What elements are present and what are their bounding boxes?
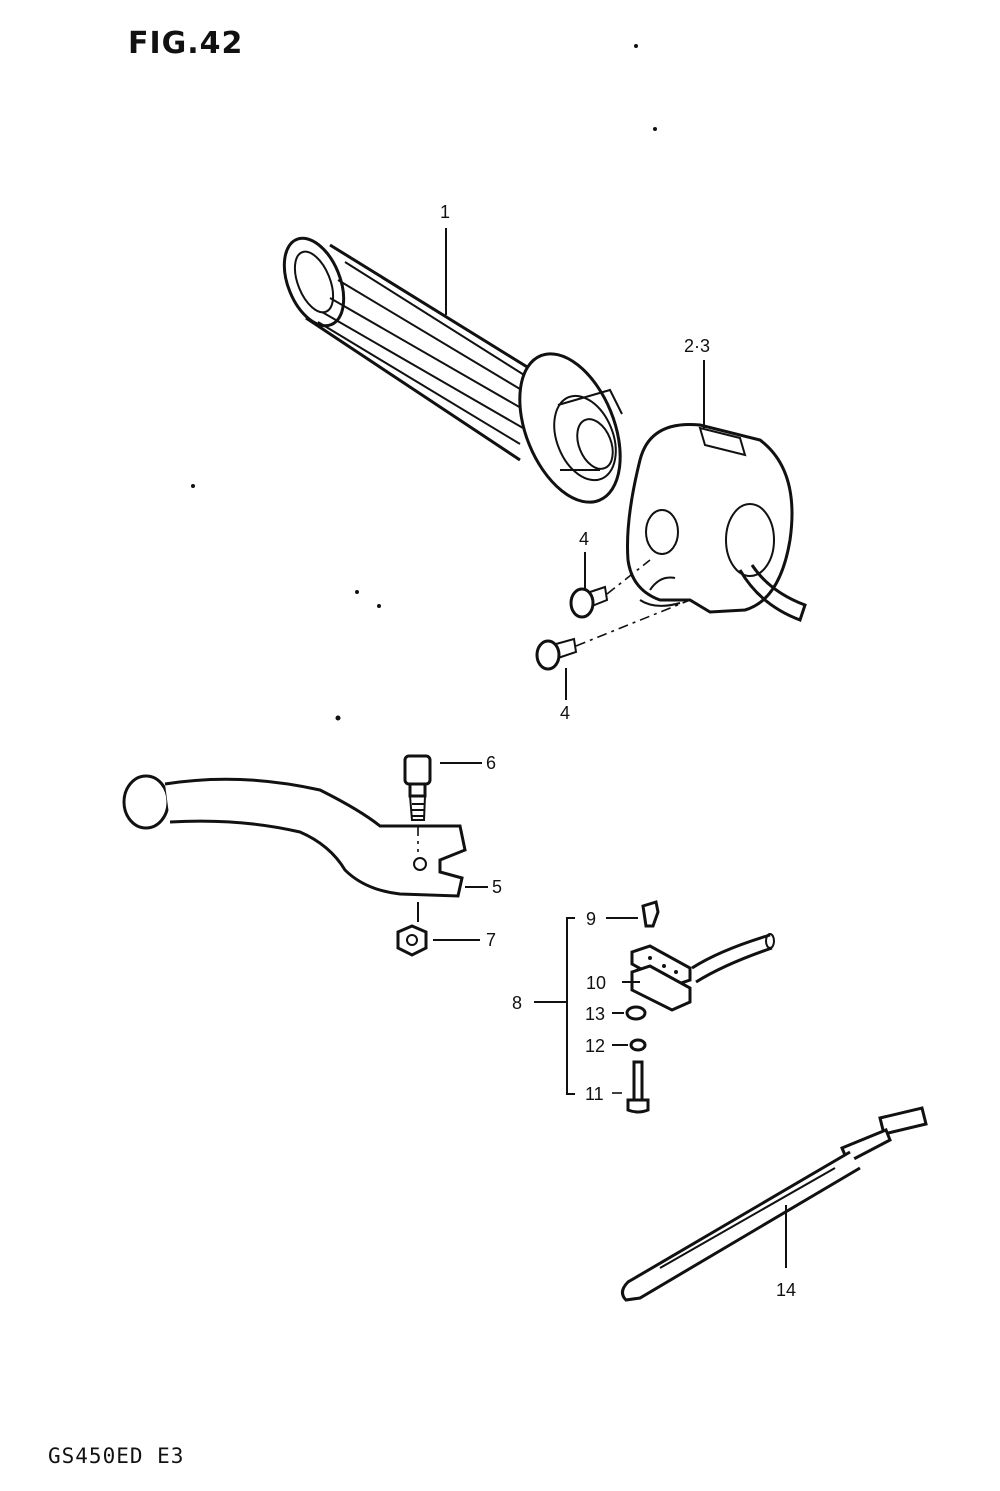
callout-1: 1 <box>440 202 450 222</box>
scan-specks <box>191 44 657 721</box>
part-5-lever <box>122 774 488 898</box>
part-10-switch <box>622 933 775 1012</box>
part-11-screw <box>612 1060 650 1114</box>
part-2-3-switch-housing <box>626 360 807 622</box>
callout-12: 12 <box>585 1036 605 1056</box>
part-9-screw <box>606 900 660 928</box>
part-6-bolt <box>403 754 482 852</box>
callout-10: 10 <box>586 973 606 993</box>
part-12-washer <box>612 1038 647 1052</box>
part-7-nut <box>396 902 480 957</box>
figure-title: FIG.42 <box>128 26 244 61</box>
callout-5: 5 <box>492 877 502 897</box>
callout-4-top: 4 <box>579 529 589 549</box>
part-8-bracket <box>534 917 575 1095</box>
callout-11: 11 <box>585 1084 604 1104</box>
callout-9: 9 <box>586 909 596 929</box>
model-code: GS450ED E3 <box>48 1444 185 1468</box>
part-4-screws <box>535 552 691 700</box>
callout-7: 7 <box>486 930 496 950</box>
part-14-cable-tie <box>621 1106 928 1302</box>
callout-4-bottom: 4 <box>560 703 570 723</box>
callout-13: 13 <box>585 1004 605 1024</box>
callout-2-3: 2·3 <box>684 336 710 356</box>
part-13-washer <box>612 1005 647 1021</box>
part-1-grip <box>282 228 623 504</box>
callout-8: 8 <box>512 993 522 1013</box>
callout-14: 14 <box>776 1280 796 1300</box>
callout-6: 6 <box>486 753 496 773</box>
